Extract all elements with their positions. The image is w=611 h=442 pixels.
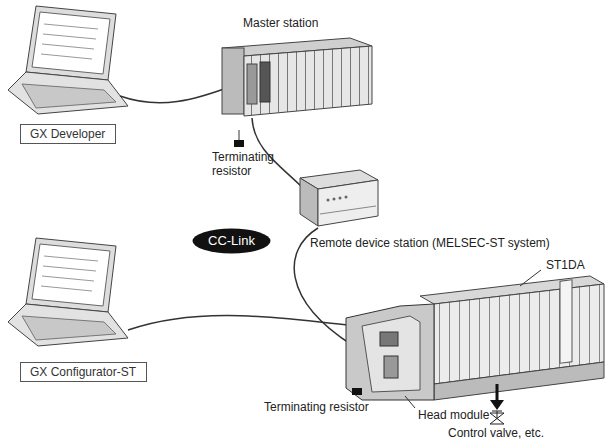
resistor-symbol bbox=[352, 388, 362, 395]
output-arrow bbox=[490, 384, 504, 410]
part-name: Terminating resistor bbox=[212, 150, 284, 178]
laptop bbox=[8, 238, 128, 346]
leader-line bbox=[405, 396, 415, 408]
resistor-symbol bbox=[234, 140, 244, 147]
master-station bbox=[222, 38, 372, 116]
part-name: Remote device station (MELSEC-ST system) bbox=[310, 236, 550, 250]
part-name: ST1DA bbox=[546, 258, 585, 272]
part-name: Terminating resistor bbox=[264, 400, 369, 414]
part-name: Master station bbox=[243, 16, 318, 30]
software-name: GX Configurator-ST bbox=[30, 365, 137, 379]
laptop bbox=[8, 6, 128, 114]
software-box: GX Developer bbox=[20, 124, 116, 144]
leader-line bbox=[239, 130, 240, 140]
ellipse-fill bbox=[193, 229, 271, 254]
head-module bbox=[346, 304, 434, 400]
melsec-st-system bbox=[346, 276, 604, 400]
software-name: GX Developer bbox=[30, 127, 106, 141]
part-name: Head module bbox=[418, 408, 489, 422]
leader-line bbox=[520, 270, 541, 286]
part-name: Control valve, etc. bbox=[448, 426, 544, 440]
software-box: GX Configurator-ST bbox=[20, 362, 147, 382]
valve-symbol bbox=[490, 411, 504, 424]
network-ellipse: CC-Link bbox=[192, 228, 271, 254]
network-name: CC-Link bbox=[208, 234, 255, 248]
remote-device-station bbox=[300, 170, 378, 226]
